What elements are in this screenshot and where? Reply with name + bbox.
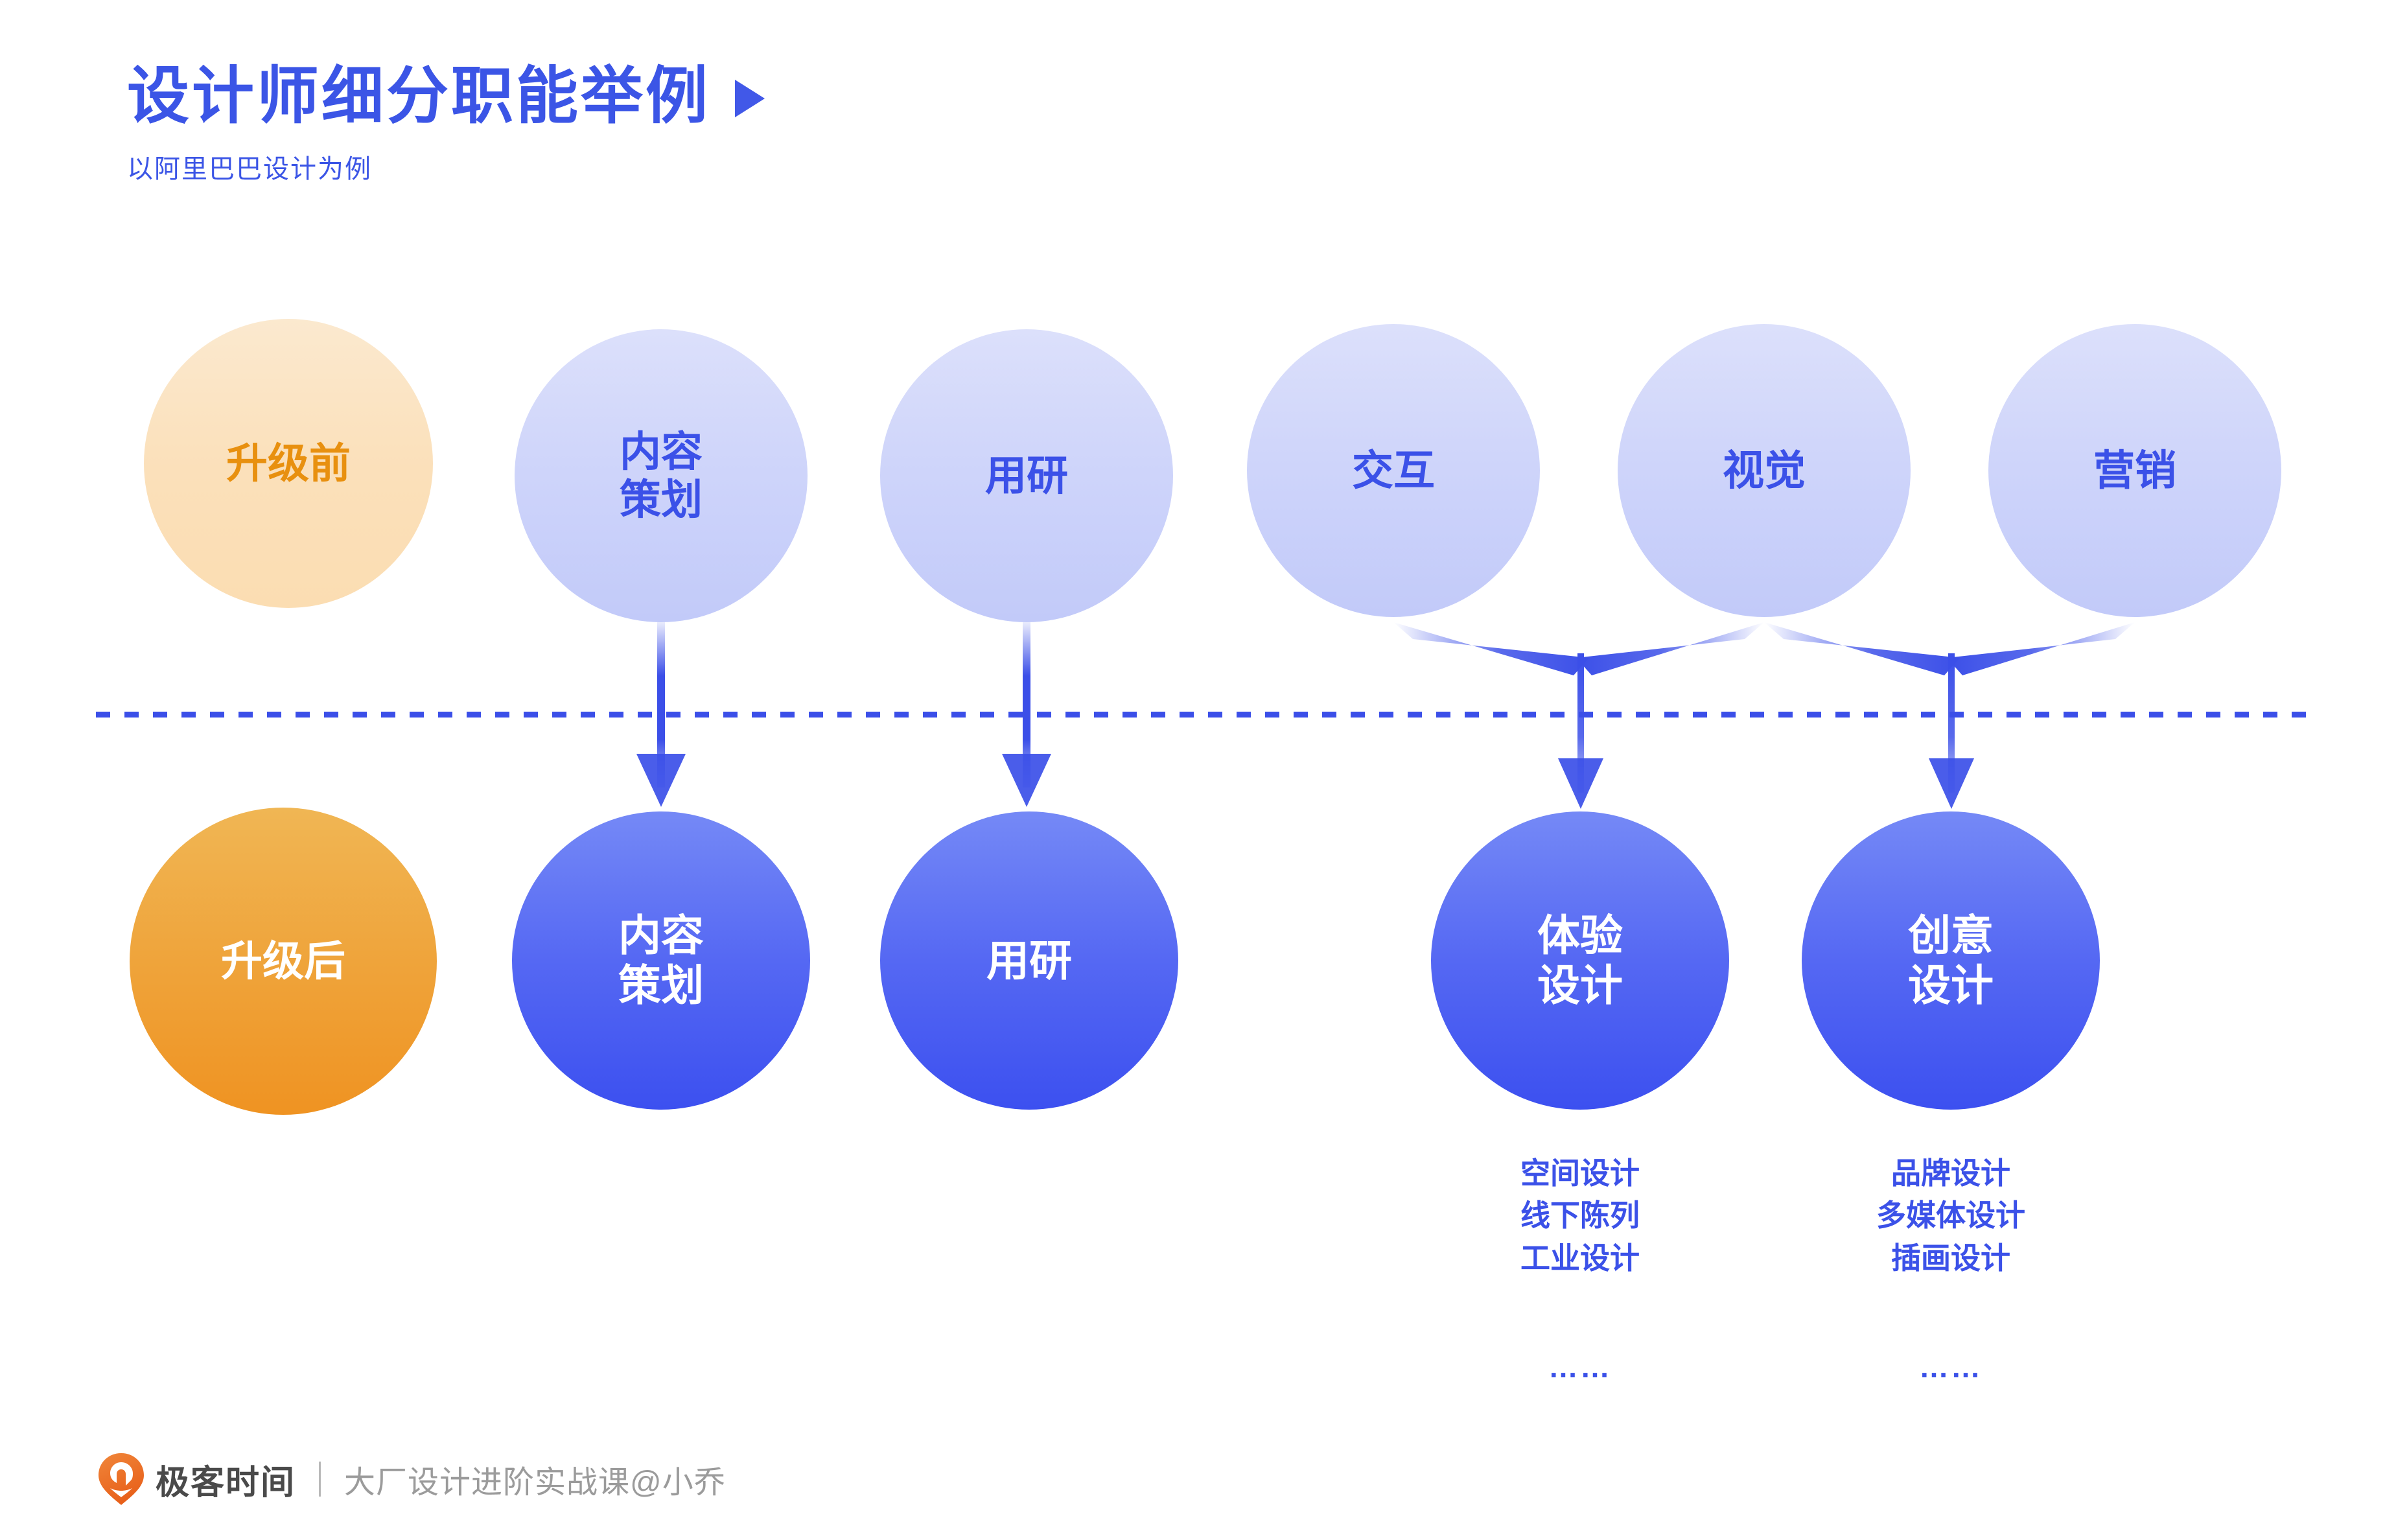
node-label: 视觉 bbox=[1723, 447, 1806, 494]
node-after-tag[interactable]: 升级后 bbox=[130, 808, 437, 1115]
phase-divider bbox=[96, 712, 2319, 718]
node-after-creative-design[interactable]: 创意 设计 bbox=[1802, 811, 2100, 1110]
page-title: 设计师细分职能举例 bbox=[127, 62, 710, 131]
node-label: 内容 策划 bbox=[620, 428, 703, 523]
node-label: 用研 bbox=[986, 936, 1072, 985]
node-after-experience-design[interactable]: 体验 设计 bbox=[1431, 811, 1729, 1110]
page-subtitle: 以阿里巴巴设计为例 bbox=[127, 154, 372, 183]
node-label: 内容 策划 bbox=[618, 911, 704, 1009]
node-label: 升级后 bbox=[221, 937, 345, 985]
footer: 极客时间 大厂设计进阶实战课@小乔 bbox=[97, 1452, 726, 1506]
sublist-experience-design-ellipsis: …… bbox=[1548, 1350, 1612, 1384]
footer-divider bbox=[319, 1462, 321, 1497]
node-before-user-research[interactable]: 用研 bbox=[880, 329, 1173, 622]
sublist-creative-design: 品牌设计 多媒体设计 插画设计 bbox=[1876, 1156, 2025, 1275]
node-before-marketing[interactable]: 营销 bbox=[1988, 324, 2281, 617]
node-before-visual[interactable]: 视觉 bbox=[1618, 324, 1911, 617]
node-label: 升级前 bbox=[226, 439, 351, 487]
node-label: 营销 bbox=[2093, 447, 2176, 494]
title-row: 设计师细分职能举例 bbox=[127, 62, 765, 131]
brand-name: 极客时间 bbox=[156, 1464, 296, 1502]
geekbang-pin-logo-icon bbox=[99, 1453, 144, 1505]
header: 设计师细分职能举例 以阿里巴巴设计为例 bbox=[127, 62, 765, 185]
node-label: 用研 bbox=[985, 452, 1068, 499]
node-after-user-research[interactable]: 用研 bbox=[880, 811, 1178, 1110]
sublist-creative-design-ellipsis: …… bbox=[1919, 1350, 1983, 1384]
play-triangle-icon bbox=[735, 79, 765, 117]
node-label: 创意 设计 bbox=[1908, 911, 1994, 1009]
node-after-content-planning[interactable]: 内容 策划 bbox=[512, 811, 810, 1110]
course-name: 大厂设计进阶实战课@小乔 bbox=[344, 1465, 726, 1500]
node-before-content-planning[interactable]: 内容 策划 bbox=[515, 329, 808, 622]
node-before-tag[interactable]: 升级前 bbox=[144, 319, 433, 608]
node-label: 交互 bbox=[1352, 447, 1435, 494]
sublist-experience-design: 空间设计 线下陈列 工业设计 bbox=[1520, 1156, 1640, 1275]
node-before-interaction[interactable]: 交互 bbox=[1247, 324, 1540, 617]
node-label: 体验 设计 bbox=[1537, 911, 1623, 1009]
